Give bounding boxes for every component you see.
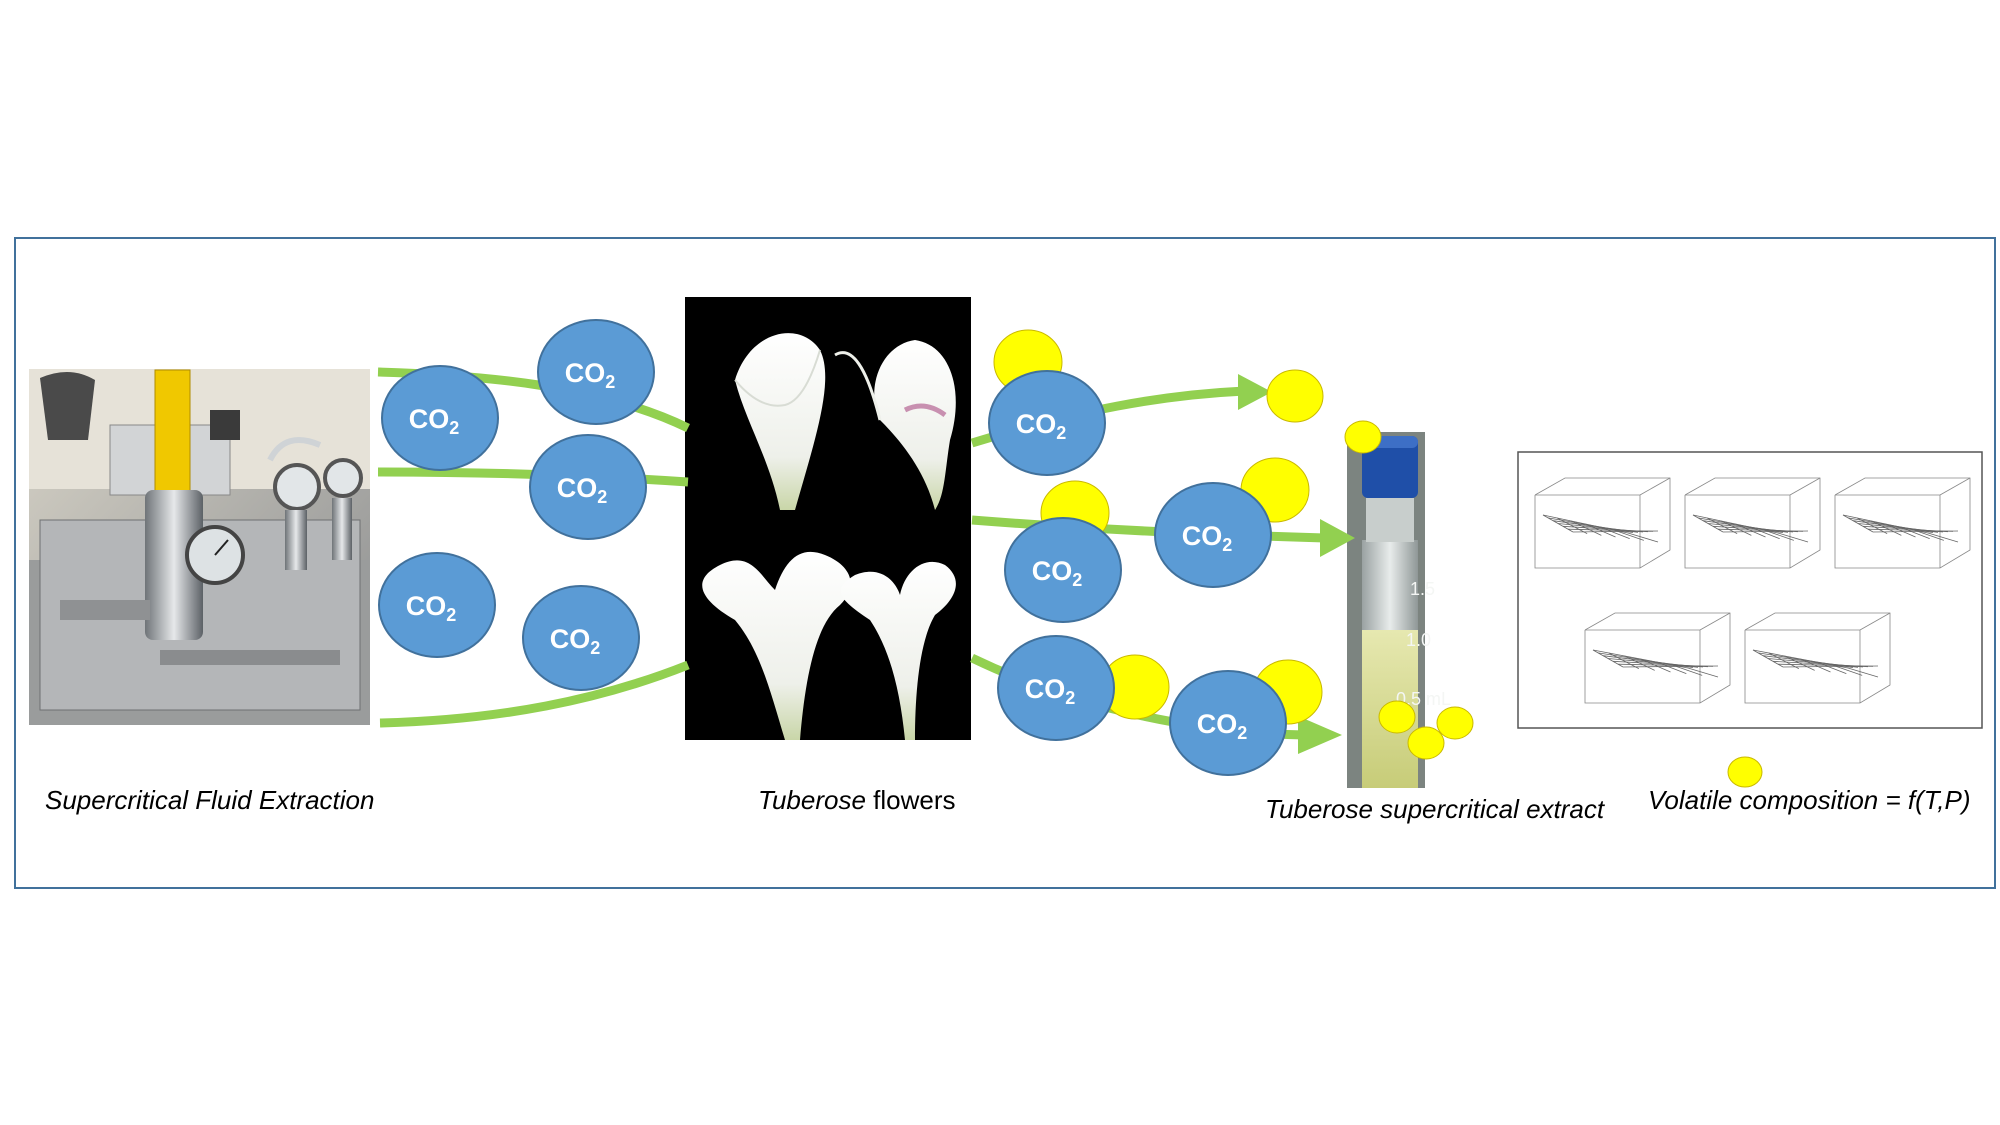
co2-subscript: 2	[605, 372, 615, 392]
co2-subscript: 2	[1237, 723, 1247, 743]
co2-molecule: CO2	[529, 434, 647, 540]
sfe-equipment-photo	[29, 369, 370, 725]
co2-molecule: CO2	[1169, 670, 1287, 776]
co2-subscript: 2	[1065, 688, 1075, 708]
surface-plot-thumbnail	[1534, 477, 1671, 569]
flow-arrowheads	[1238, 374, 1355, 754]
arrowhead-2	[1320, 519, 1355, 557]
arrowhead-1	[1238, 374, 1272, 410]
vial-mark-mid: 1.0	[1406, 630, 1431, 650]
co2-molecule-circle	[529, 434, 647, 540]
caption-supercritical-fluid-extraction: Supercritical Fluid Extraction	[45, 785, 375, 815]
co2-molecule-circle	[537, 319, 655, 425]
volatile-molecule-icon	[1727, 756, 1763, 788]
volatile-molecule-icon	[1378, 700, 1416, 734]
co2-molecule: CO2	[1154, 482, 1272, 588]
co2-subscript: 2	[1072, 570, 1082, 590]
vial-mark-bottom: 0.5 mL	[1396, 689, 1451, 709]
caption-tuberose-flowers: Tuberose flowers	[758, 785, 956, 816]
caption-flowers-word: flowers	[865, 785, 956, 815]
co2-molecule: CO2	[997, 635, 1115, 741]
co2-molecule-circle	[997, 635, 1115, 741]
co2-subscript: 2	[1222, 535, 1232, 555]
co2-molecule-circle	[988, 370, 1106, 476]
caption-volatile-composition: Volatile composition = f(T,P)	[1648, 785, 1971, 815]
co2-molecule: CO2	[988, 370, 1106, 476]
co2-molecule: CO2	[537, 319, 655, 425]
co2-subscript: 2	[590, 638, 600, 658]
surface-plot-thumbnail	[1834, 477, 1971, 569]
arrowhead-3	[1298, 716, 1342, 754]
co2-molecule: CO2	[522, 585, 640, 691]
co2-subscript: 2	[597, 487, 607, 507]
tuberose-flowers-photo	[685, 297, 971, 740]
co2-molecule-circle	[381, 365, 499, 471]
co2-subscript: 2	[1056, 423, 1066, 443]
volatiles-front	[1266, 369, 1763, 788]
co2-molecule-circle	[522, 585, 640, 691]
surface-plots-panel	[1517, 451, 1983, 729]
flow-line-bottom	[379, 660, 690, 728]
volatile-molecule-icon	[1407, 726, 1445, 760]
surface-plot-thumbnail	[1684, 477, 1821, 569]
caption-tuberose-word: Tuberose	[758, 785, 866, 815]
co2-subscript: 2	[449, 418, 459, 438]
co2-molecule-circle	[378, 552, 496, 658]
surface-plot-thumbnail	[1584, 612, 1731, 704]
co2-molecule: CO2	[1004, 517, 1122, 623]
surface-plot-thumbnail	[1744, 612, 1891, 704]
vial-mark-top: 1.5	[1410, 579, 1435, 599]
volatile-molecule-icon	[1436, 706, 1474, 740]
volatile-molecule-icon	[1266, 369, 1324, 423]
co2-molecule: CO2	[381, 365, 499, 471]
co2-molecule-circle	[1004, 517, 1122, 623]
co2-subscript: 2	[446, 605, 456, 625]
co2-molecule-circle	[1169, 670, 1287, 776]
co2-molecule: CO2	[378, 552, 496, 658]
diagram-frame	[14, 237, 1996, 889]
co2-molecule-circle	[1154, 482, 1272, 588]
caption-tuberose-extract: Tuberose supercritical extract	[1265, 794, 1605, 824]
volatile-molecule-icon	[1344, 420, 1382, 454]
